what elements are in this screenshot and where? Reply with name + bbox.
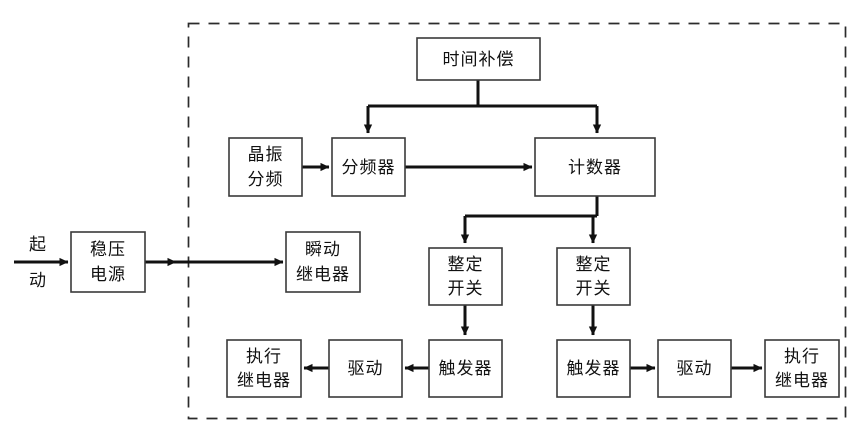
block-exec-relay-right[interactable]: 执行 继电器	[764, 339, 840, 398]
block-trigger-left[interactable]: 触发器	[428, 339, 503, 398]
block-crystal-divider[interactable]: 晶振 分频	[228, 137, 303, 197]
block-trigger-left-label: 触发器	[439, 359, 493, 379]
block-setting-switch-left[interactable]: 整定 开关	[428, 247, 503, 306]
block-trigger-right-label: 触发器	[567, 359, 621, 379]
block-driver-right[interactable]: 驱动	[657, 339, 732, 398]
block-time-compensation[interactable]: 时间补偿	[416, 37, 541, 81]
block-exec-relay-right-label-line1: 执行	[784, 347, 820, 367]
block-exec-relay-right-label-line2: 继电器	[775, 371, 829, 391]
block-exec-relay-left-label-line1: 执行	[246, 347, 282, 367]
block-instant-relay-label-line2: 继电器	[296, 265, 350, 285]
block-setting-switch-left-label-line1: 整定	[448, 255, 484, 275]
block-trigger-right[interactable]: 触发器	[556, 339, 631, 398]
block-frequency-divider[interactable]: 分频器	[331, 137, 406, 197]
block-exec-relay-left[interactable]: 执行 继电器	[226, 339, 302, 398]
block-crystal-divider-label-line1: 晶振	[248, 145, 284, 165]
block-regulated-power[interactable]: 稳压 电源	[70, 231, 146, 293]
block-regulated-power-label-line1: 稳压	[90, 240, 126, 260]
block-crystal-divider-label-line2: 分频	[248, 170, 284, 190]
block-counter[interactable]: 计数器	[534, 137, 656, 197]
block-driver-left[interactable]: 驱动	[328, 339, 403, 398]
block-setting-switch-left-label-line2: 开关	[448, 279, 484, 299]
block-instant-relay-label-line1: 瞬动	[305, 240, 341, 260]
edge-label-start-line1: 起	[29, 235, 47, 255]
block-time-compensation-label: 时间补偿	[443, 50, 515, 70]
edge-label-start-line2: 动	[29, 271, 47, 291]
edge-label-start: 起 动	[29, 235, 47, 291]
block-driver-right-label: 驱动	[677, 359, 713, 379]
block-setting-switch-right-label-line1: 整定	[576, 255, 612, 275]
block-counter-label: 计数器	[568, 158, 622, 178]
block-setting-switch-right-label-line2: 开关	[576, 279, 612, 299]
block-regulated-power-label-line2: 电源	[90, 265, 126, 285]
block-setting-switch-right[interactable]: 整定 开关	[556, 247, 631, 306]
block-exec-relay-left-label-line2: 继电器	[237, 371, 291, 391]
block-frequency-divider-label: 分频器	[342, 158, 396, 178]
block-instant-relay[interactable]: 瞬动 继电器	[285, 231, 361, 293]
dashed-enclosure-frame	[187, 22, 847, 420]
block-driver-left-label: 驱动	[348, 359, 384, 379]
